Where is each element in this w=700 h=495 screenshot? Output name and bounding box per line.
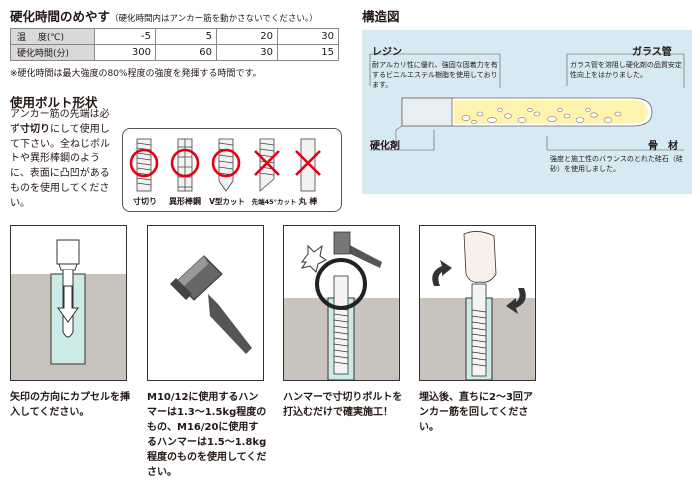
- glass-tube-icon: [395, 97, 653, 148]
- aggregate-icon: [461, 108, 622, 124]
- table-row: 硬化時間(分) 300 60 30 15: [10, 44, 339, 61]
- aggregate-description: 強度と施工性のバランスのとれた硅石（硅砂）を使用しました。: [550, 155, 683, 173]
- temperature-cell: 30: [277, 28, 339, 45]
- capsule-illustration: [369, 53, 685, 151]
- rotate-arrow-icon: [432, 260, 526, 314]
- temperature-cell: -5: [94, 28, 156, 45]
- resin-description: 耐アルカリ性に優れ、強固な固着力を有するビニルエステル樹脂を使用しております。: [372, 61, 498, 89]
- cure-time-cell: 30: [216, 44, 278, 61]
- cure-time-title: 硬化時間のめやす（硬化時間内はアンカー筋を動かさないでください。）: [10, 9, 318, 24]
- step-1-illustration: [11, 239, 126, 380]
- bolt-type-label: 異形棒鋼: [169, 197, 201, 206]
- step-4-text: 埋込後、直ちに2～3回アンカー筋を回してください。: [419, 392, 533, 433]
- bolt-icon: [471, 283, 487, 377]
- v-cut-bolt-icon: [211, 138, 241, 192]
- bolt-shape-title: 使用ボルト形状: [10, 95, 98, 110]
- impact-burst-icon: [300, 244, 327, 273]
- hammer-icon: [170, 255, 252, 354]
- bolt-icon: [333, 275, 349, 375]
- temperature-label: 温 度(℃): [10, 28, 95, 45]
- cure-time-table: 温 度(℃) -5 5 20 30 硬化時間(分) 300 60 30 15: [10, 28, 339, 61]
- step-2-illustration: [170, 255, 252, 354]
- resin-label: レジン: [372, 47, 402, 58]
- cure-time-cell: 60: [155, 44, 217, 61]
- step-2-text: M10/12に使用するハンマーは1.3～1.5kg程度のもの、M16/20に使用…: [147, 392, 267, 478]
- bolt-type-label: V型カット: [209, 197, 245, 206]
- step-3-illustration: [284, 231, 399, 380]
- step-4-panel: [419, 225, 536, 381]
- cut-45-bolt-icon: [254, 138, 280, 192]
- hand-icon: [463, 231, 497, 283]
- step-1-panel: [10, 225, 127, 381]
- glass-tube-label: ガラス管: [632, 47, 672, 58]
- bolt-shape-description: アンカー筋の先端は必ず寸切りにして使用して下さい。全ねじボルトや異形棒鋼のように…: [10, 109, 110, 209]
- step-3-panel: [283, 225, 400, 381]
- cure-time-cell: 300: [94, 44, 156, 61]
- step-2-panel: [147, 225, 264, 381]
- structure-title: 構造図: [362, 9, 400, 24]
- bolt-types-illustration: [129, 138, 321, 192]
- hammer-icon: [333, 231, 382, 268]
- bolt-type-label: 先端45°カット: [251, 198, 297, 206]
- bolt-types-box: 寸切り 異形棒鋼 V型カット 先端45°カット 丸 棒: [122, 128, 342, 212]
- cure-time-note: （硬化時間内はアンカー筋を動かさないでください。）: [110, 14, 318, 24]
- cure-time-cell: 15: [277, 44, 339, 61]
- arrow-down-icon: [57, 285, 79, 323]
- bolt-type-label: 丸 棒: [298, 197, 318, 206]
- structure-diagram-panel: レジン 耐アルカリ性に優れ、強固な固着力を有するビニルエステル樹脂を使用しており…: [362, 30, 692, 194]
- step-3-text: ハンマーで寸切りボルトを打込むだけで確実施工！: [283, 392, 403, 418]
- emphasis-text: 寸切り: [20, 123, 50, 135]
- round-bar-icon: [295, 138, 321, 192]
- aggregate-label: 骨 材: [648, 141, 678, 152]
- glass-tube-description: ガラス管を溶阻し硬化剤の品質安定性向上をはかりました。: [570, 61, 682, 79]
- cure-time-label: 硬化時間(分): [10, 44, 95, 61]
- temperature-cell: 5: [155, 28, 217, 45]
- threaded-bolt-icon: [129, 138, 159, 192]
- bolt-type-label: 寸切り: [133, 197, 157, 206]
- step-1-text: 矢印の方向にカプセルを挿入してください。: [10, 392, 130, 418]
- hardener-label: 硬化剤: [370, 141, 400, 152]
- temperature-cell: 20: [216, 28, 278, 45]
- cure-time-footnote: ※硬化時間は最大強度の80%程度の強度を発揮する時間です。: [10, 69, 262, 79]
- step-4-illustration: [420, 231, 535, 380]
- deformed-bar-icon: [170, 138, 200, 192]
- table-row: 温 度(℃) -5 5 20 30: [10, 28, 339, 45]
